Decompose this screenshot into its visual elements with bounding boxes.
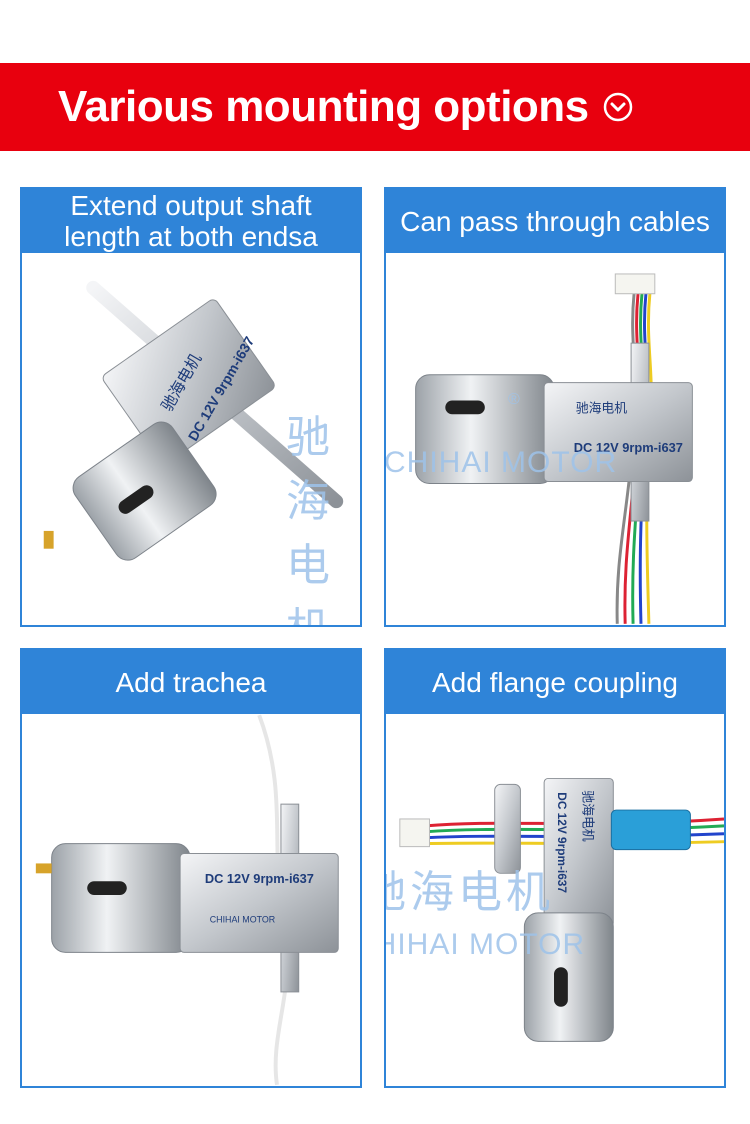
panel-flange-coupling: Add flange coupling 驰海电机 DC 12V 9rpm-i63… <box>384 648 726 1088</box>
panel-header: Extend output shaft length at both endsa <box>22 189 360 253</box>
panel-trachea: Add trachea DC 12V 9rpm-i637 CHIHAI MOTO… <box>20 648 362 1088</box>
panel-image: DC 12V 9rpm-i637 CHIHAI MOTOR 驰海电机 <box>22 714 360 1086</box>
panel-title-line1: Extend output shaft <box>70 190 312 221</box>
motor-label-rating: DC 12V 9rpm-i637 <box>574 440 683 455</box>
panel-cables: Can pass through cables 驰海电机 DC 12V 9rpm… <box>384 187 726 627</box>
panel-title: Add trachea <box>115 666 267 698</box>
motor-label-brand: 驰海电机 <box>580 790 595 841</box>
motor-image: 驰海电机 DC 12V 9rpm-i637 <box>415 273 693 624</box>
panel-header: Can pass through cables <box>386 189 724 253</box>
motor-image: 驰海电机 DC 12V 9rpm-i637 <box>399 777 724 1042</box>
motor-image: 驰海电机 DC 12V 9rpm-i637 <box>43 280 344 561</box>
top-banner: Various mounting options <box>0 63 750 151</box>
panel-extend-shaft: Extend output shaft length at both endsa… <box>20 187 362 627</box>
motor-image: DC 12V 9rpm-i637 CHIHAI MOTOR <box>35 714 339 1086</box>
panel-image: 驰海电机 DC 12V 9rpm-i637 CHIHAI MOTOR 驰海电机 <box>386 714 724 1086</box>
panel-header: Add flange coupling <box>386 650 724 714</box>
panel-header: Add trachea <box>22 650 360 714</box>
motor-label-rating: DC 12V 9rpm-i637 <box>555 792 569 893</box>
panel-title: Can pass through cables <box>400 205 710 237</box>
panel-image: 驰海电机 DC 12V 9rpm-i637 驰海电机 <box>22 253 360 625</box>
panel-title: Add flange coupling <box>432 666 678 698</box>
panel-image: 驰海电机 DC 12V 9rpm-i637 CHIHAI MOTOR ® <box>386 253 724 625</box>
banner-title: Various mounting options <box>58 82 589 131</box>
motor-label-rating: DC 12V 9rpm-i637 <box>205 871 314 886</box>
motor-label-maker: CHIHAI MOTOR <box>210 915 275 925</box>
chevron-down-circle-icon <box>603 92 632 122</box>
motor-label-brand: 驰海电机 <box>576 401 627 416</box>
panel-title-line2: length at both endsa <box>64 221 318 252</box>
